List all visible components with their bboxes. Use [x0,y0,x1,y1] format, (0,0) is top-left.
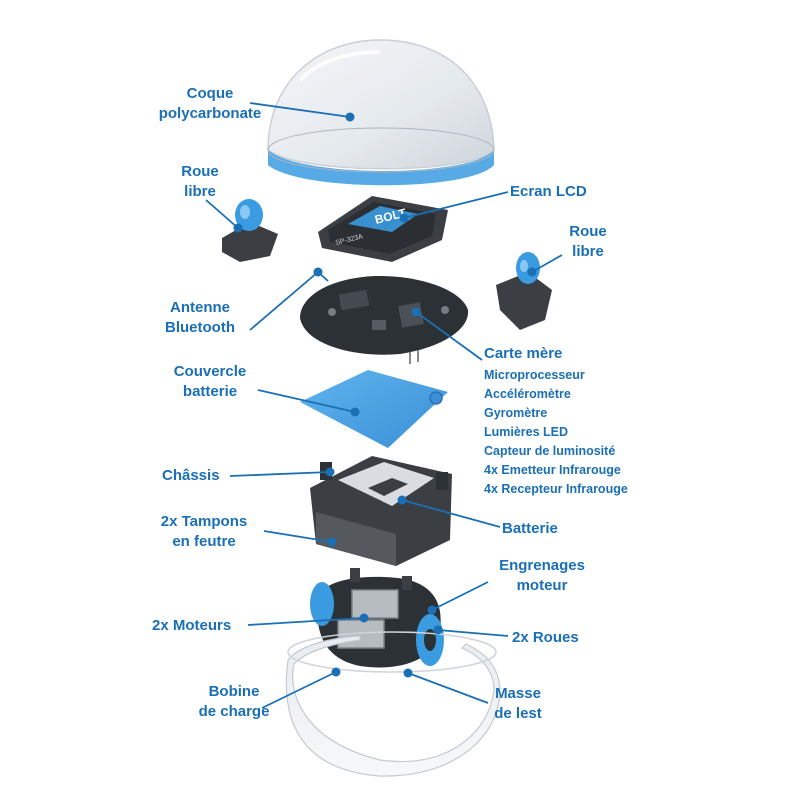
carte-mere-item: 4x Recepteur Infrarouge [484,482,628,496]
label-couvercle: Couvercle batterie [150,362,270,402]
carte-mere-item: Microprocesseur [484,368,585,382]
label-engrenages-line2: moteur [516,577,568,594]
label-tampons-line1: 2x Tampons [160,513,248,530]
label-engrenages-line1: Engrenages [499,557,585,574]
bottom-shell [285,631,501,777]
carte-mere-item: Accéléromètre [484,387,571,401]
carte-mere-item: 4x Emetteur Infrarouge [484,463,621,477]
label-bobine: Bobine de charge [184,682,284,722]
label-bobine-line1: Bobine [208,683,260,700]
label-ecran-lcd: Ecran LCD [510,183,587,200]
label-roue-libre-left-line2: libre [184,183,216,200]
carte-mere-item: Lumières LED [484,425,569,439]
label-engrenages: Engrenages moteur [484,556,600,596]
leader-dots [233,112,537,678]
chassis [310,456,452,566]
label-carte-mere: Carte mère [484,345,563,362]
label-masse-line1: Masse [495,685,541,702]
battery-cover [300,370,448,448]
motherboard [300,275,469,364]
free-wheel-right [496,252,552,330]
label-coque-line1: Coque [186,85,234,102]
label-antenne-line2: Bluetooth [165,319,235,336]
carte-mere-item: Capteur de luminosité [484,444,616,458]
free-wheel-left [222,199,278,262]
label-roue-libre-right-line1: Roue [569,223,607,240]
leader-lines [205,102,563,709]
label-tampons-line2: en feutre [172,533,236,550]
label-tampons: 2x Tampons en feutre [142,512,266,552]
label-roue-libre-right-line2: libre [572,243,604,260]
polycarbonate-shell [267,39,495,186]
carte-mere-list: Microprocesseur Accéléromètre Gyromètre … [484,366,628,499]
label-antenne: Antenne Bluetooth [145,298,255,338]
label-coque: Coque polycarbonate [140,84,280,124]
label-chassis: Châssis [162,467,220,484]
label-roue-libre-left-line1: Roue [181,163,219,180]
label-bobine-line2: de charge [198,703,270,720]
label-couvercle-line1: Couvercle [173,363,247,380]
label-antenne-line1: Antenne [170,299,230,316]
label-couvercle-line2: batterie [182,383,238,400]
label-roue-libre-right: Roue libre [548,222,628,262]
label-masse: Masse de lest [478,684,558,724]
label-coque-line2: polycarbonate [158,105,262,122]
drive-assembly [310,568,444,668]
label-moteurs: 2x Moteurs [152,617,232,634]
label-batterie: Batterie [502,520,558,537]
label-roue-libre-left: Roue libre [160,162,240,202]
lcd-screen [318,196,448,262]
carte-mere-item: Gyromètre [484,406,548,420]
label-masse-line2: de lest [494,705,542,722]
label-roues: 2x Roues [512,629,579,646]
